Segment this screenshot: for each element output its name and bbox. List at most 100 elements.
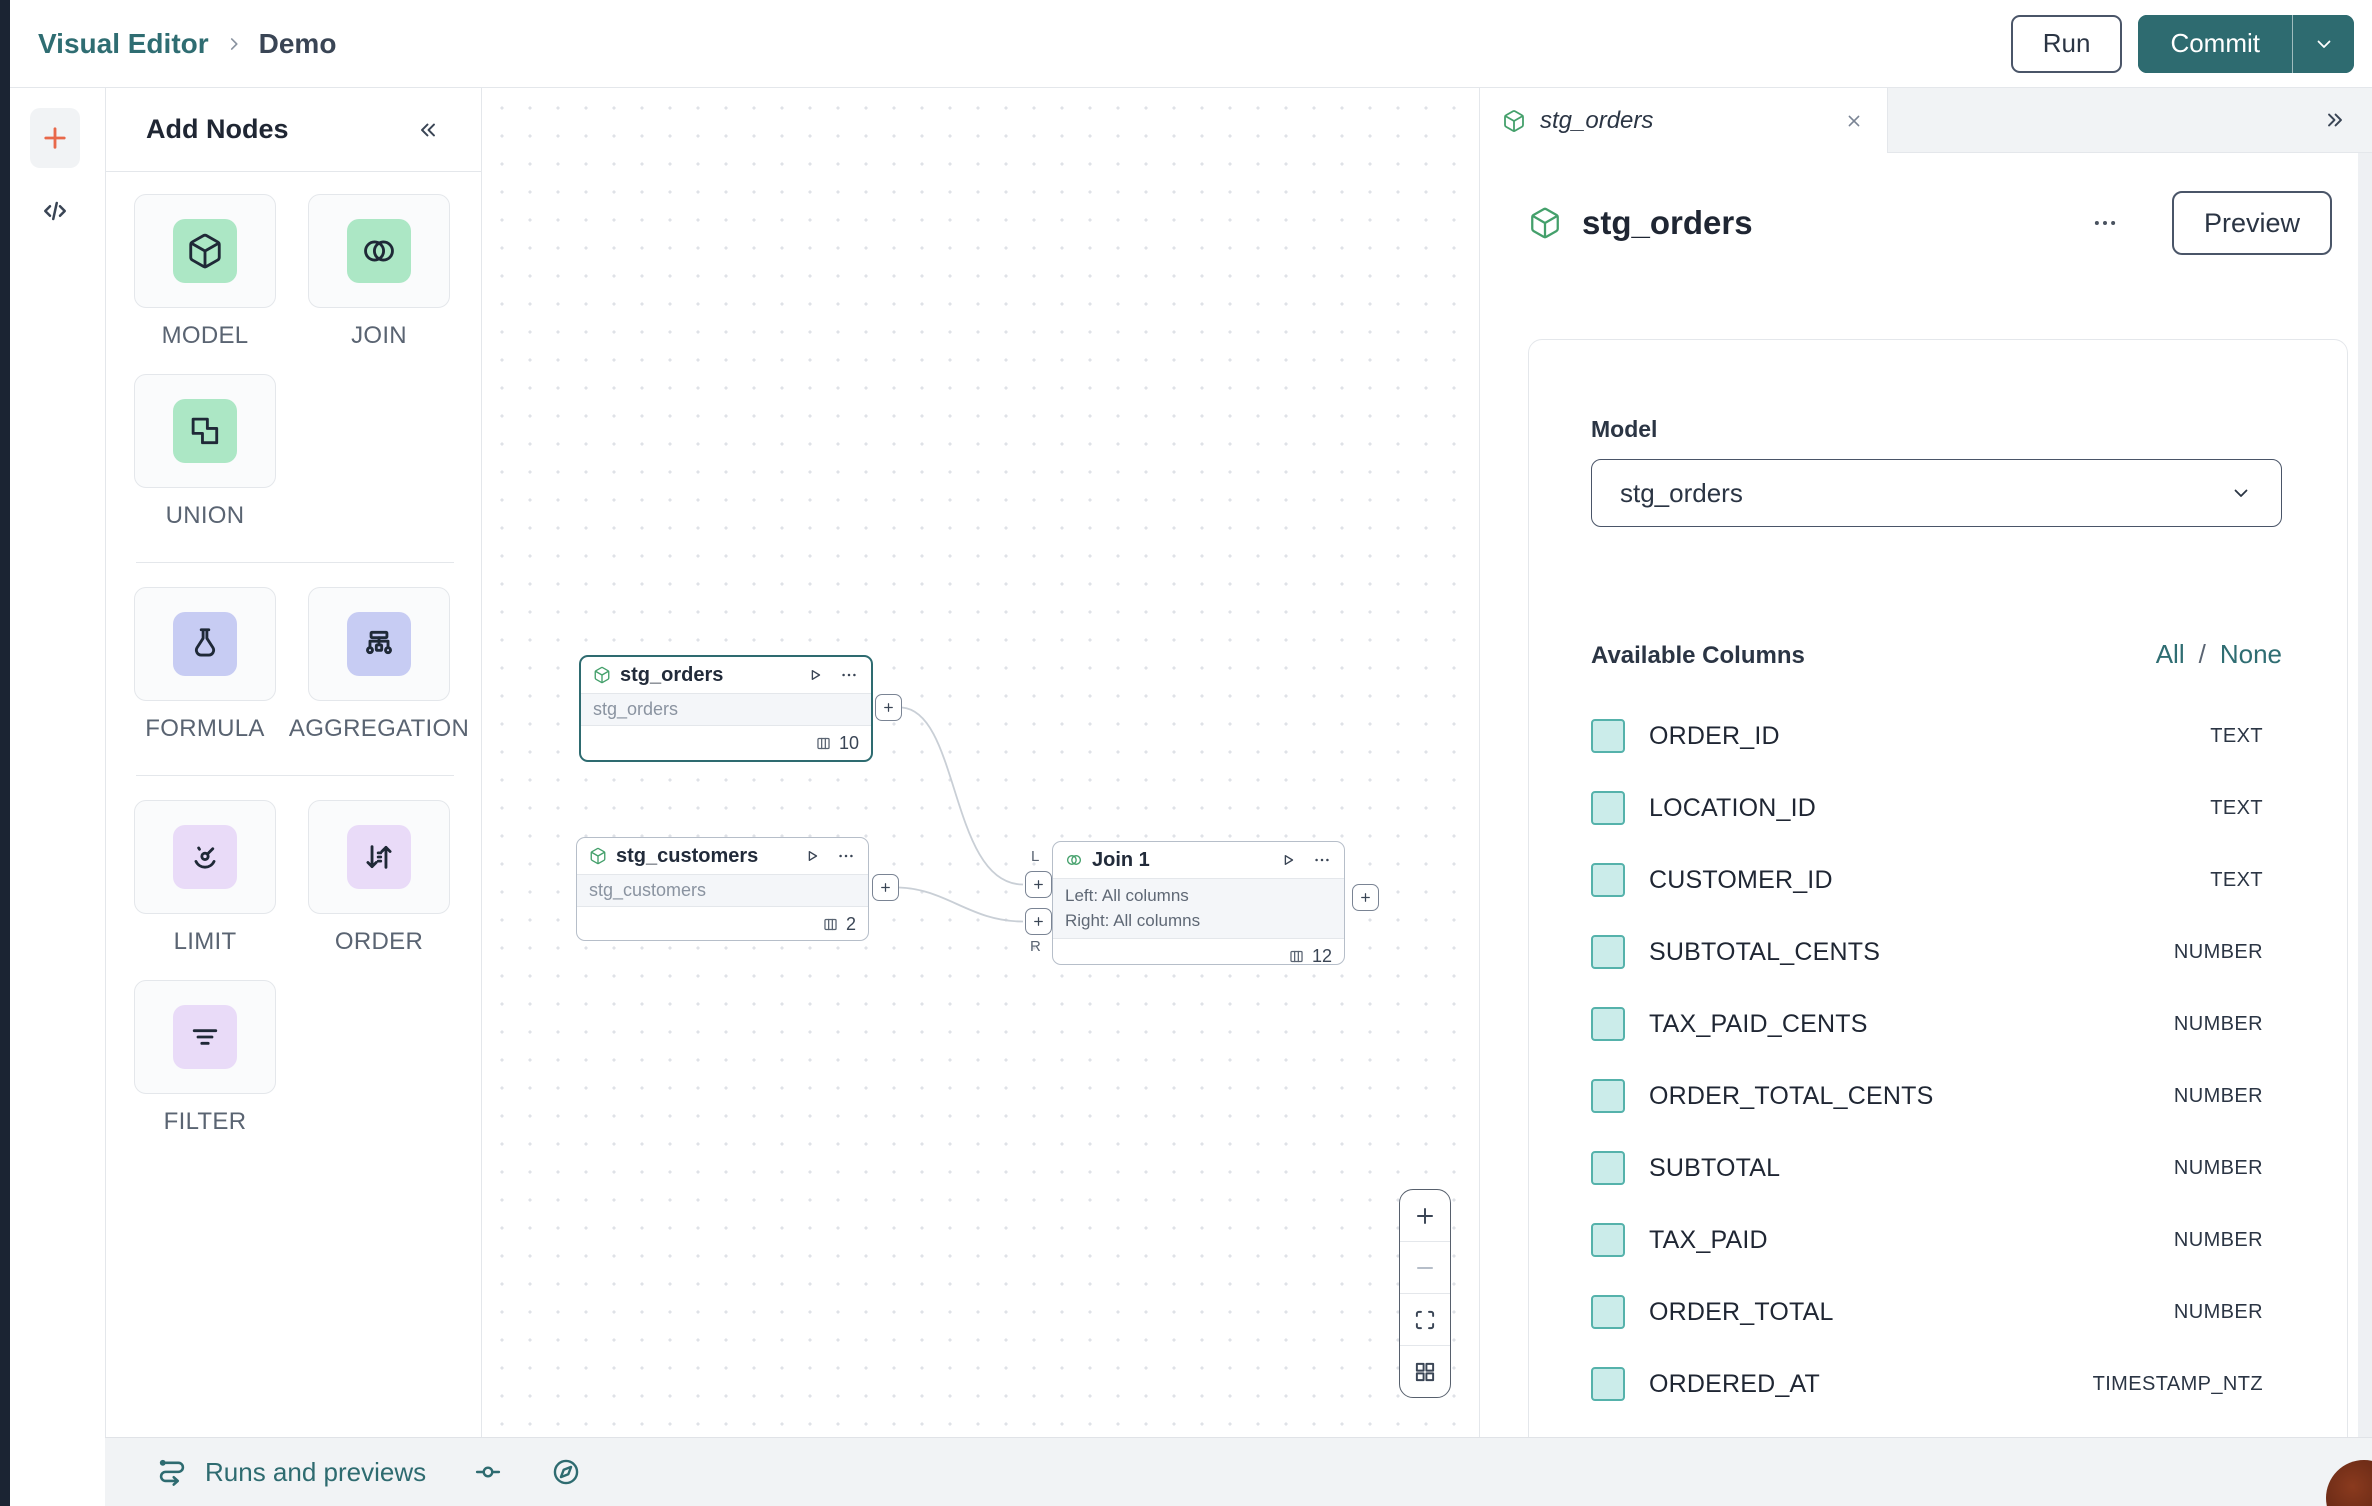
node-footer: 10 — [581, 726, 871, 760]
fit-view-icon — [1415, 1310, 1435, 1329]
add-nodes-panel: Add Nodes MODEL — [105, 88, 482, 1437]
available-columns-title: Available Columns — [1591, 642, 1805, 669]
node-inspector-panel: stg_orders stg_orders Preview Model stg_… — [1480, 88, 2372, 1437]
column-checkbox[interactable] — [1591, 1079, 1625, 1113]
more-options-icon[interactable] — [836, 846, 856, 866]
column-name: ORDER_TOTAL — [1649, 1297, 1834, 1326]
node-body: Left: All columns Right: All columns — [1053, 878, 1344, 940]
node-title: stg_customers — [616, 844, 759, 867]
palette-item-label: AGGREGATION — [288, 715, 470, 742]
aggregation-icon — [366, 630, 392, 655]
chevron-right-icon — [230, 37, 238, 50]
preview-button[interactable]: Preview — [2171, 191, 2332, 255]
join-right-input-handle[interactable] — [1025, 908, 1052, 935]
route-icon — [159, 1459, 185, 1486]
column-row: LOCATION_ID TEXT — [1591, 772, 2263, 844]
inspector-title: stg_orders — [1582, 204, 1753, 241]
palette-item-label: MODEL — [161, 322, 249, 349]
column-checkbox[interactable] — [1591, 1151, 1625, 1185]
column-row: ORDERED_AT TIMESTAMP_NTZ — [1591, 1348, 2263, 1420]
column-checkbox[interactable] — [1591, 1223, 1625, 1257]
chevron-down-icon — [2234, 489, 2248, 497]
palette-item-label: LIMIT — [173, 928, 237, 955]
tab-stg-orders[interactable]: stg_orders — [1480, 88, 1888, 153]
code-icon — [44, 201, 66, 221]
column-type: TEXT — [2210, 724, 2263, 747]
pipeline-canvas[interactable]: stg_orders stg_orders 10 — [482, 88, 1480, 1437]
run-button[interactable]: Run — [2010, 14, 2123, 73]
column-checkbox[interactable] — [1591, 1007, 1625, 1041]
chevrons-right-icon[interactable] — [2322, 107, 2348, 133]
breadcrumb: Visual Editor Demo — [38, 28, 336, 60]
node-body: stg_orders — [581, 693, 871, 726]
columns-icon — [817, 737, 830, 749]
add-nodes-rail-button[interactable] — [30, 108, 80, 168]
column-type: NUMBER — [2173, 1156, 2263, 1179]
palette-item-formula[interactable]: FORMULA — [134, 587, 276, 761]
column-name: SUBTOTAL_CENTS — [1649, 937, 1881, 966]
more-options-icon[interactable] — [839, 665, 859, 685]
play-icon[interactable] — [806, 666, 824, 684]
inspector-scrollbar[interactable] — [2358, 153, 2372, 1437]
commit-dropdown-button[interactable] — [2292, 14, 2354, 73]
canvas-node-stg-customers[interactable]: stg_customers stg_customers 2 — [576, 837, 869, 941]
column-checkbox[interactable] — [1591, 719, 1625, 753]
play-icon[interactable] — [803, 847, 821, 865]
compass-icon — [553, 1459, 579, 1485]
palette-item-limit[interactable]: LIMIT — [134, 800, 276, 974]
stg-customers-output-handle[interactable] — [872, 874, 899, 901]
fit-view-button[interactable] — [1400, 1294, 1450, 1346]
auto-layout-button[interactable] — [1400, 1346, 1450, 1397]
grid-icon — [1415, 1362, 1435, 1381]
join-left-input-handle[interactable] — [1025, 871, 1052, 898]
stg-orders-output-handle[interactable] — [875, 694, 902, 721]
gauge-icon — [194, 846, 216, 869]
canvas-zoom-toolbar — [1399, 1189, 1451, 1398]
model-select[interactable]: stg_orders — [1591, 459, 2282, 527]
column-type: NUMBER — [2173, 1228, 2263, 1251]
commit-node-button[interactable] — [472, 1456, 504, 1488]
columns-icon — [824, 918, 837, 930]
column-row: TAX_PAID NUMBER — [1591, 1204, 2263, 1276]
more-options-icon[interactable] — [1312, 850, 1332, 870]
palette-item-join[interactable]: JOIN — [308, 194, 450, 368]
more-options-icon[interactable] — [2090, 208, 2120, 238]
column-row: SUBTOTAL NUMBER — [1591, 1132, 2263, 1204]
cube-icon — [1531, 207, 1559, 239]
palette-item-order[interactable]: ORDER — [308, 800, 450, 974]
join-output-handle[interactable] — [1352, 884, 1379, 911]
collapse-panel-button[interactable] — [415, 117, 441, 143]
column-checkbox[interactable] — [1591, 791, 1625, 825]
commit-button[interactable]: Commit — [2138, 14, 2292, 73]
select-all-link[interactable]: All — [2155, 639, 2185, 669]
palette-item-filter[interactable]: FILTER — [134, 980, 276, 1154]
code-view-rail-button[interactable] — [36, 196, 76, 226]
model-field-label: Model — [1591, 416, 1658, 442]
canvas-node-stg-orders[interactable]: stg_orders stg_orders 10 — [579, 655, 873, 762]
palette-item-union[interactable]: UNION — [134, 374, 276, 548]
plus-icon — [881, 883, 890, 892]
add-nodes-panel-header: Add Nodes — [106, 88, 481, 172]
zoom-out-button[interactable] — [1400, 1242, 1450, 1294]
zoom-in-button[interactable] — [1400, 1190, 1450, 1242]
palette-item-model[interactable]: MODEL — [134, 194, 276, 368]
column-checkbox[interactable] — [1591, 935, 1625, 969]
explore-button[interactable] — [550, 1456, 582, 1488]
palette-divider — [136, 775, 454, 776]
palette-item-aggregation[interactable]: AGGREGATION — [289, 587, 469, 761]
runs-and-previews-toggle[interactable]: Runs and previews — [155, 1455, 426, 1489]
column-row: TAX_PAID_CENTS NUMBER — [1591, 988, 2263, 1060]
close-icon[interactable] — [1843, 110, 1865, 132]
column-checkbox[interactable] — [1591, 1295, 1625, 1329]
breadcrumb-visual-editor-link[interactable]: Visual Editor — [38, 27, 209, 59]
canvas-node-join-1[interactable]: Join 1 Left: All columns Right: All colu… — [1052, 841, 1345, 965]
select-none-link[interactable]: None — [2219, 639, 2282, 669]
palette-item-label: JOIN — [351, 322, 407, 349]
column-checkbox[interactable] — [1591, 1367, 1625, 1401]
column-checkbox[interactable] — [1591, 863, 1625, 897]
column-name: ORDER_TOTAL_CENTS — [1649, 1081, 1934, 1110]
column-name: TAX_PAID — [1649, 1225, 1768, 1254]
all-none-separator: / — [2198, 639, 2206, 669]
play-icon[interactable] — [1279, 851, 1297, 869]
